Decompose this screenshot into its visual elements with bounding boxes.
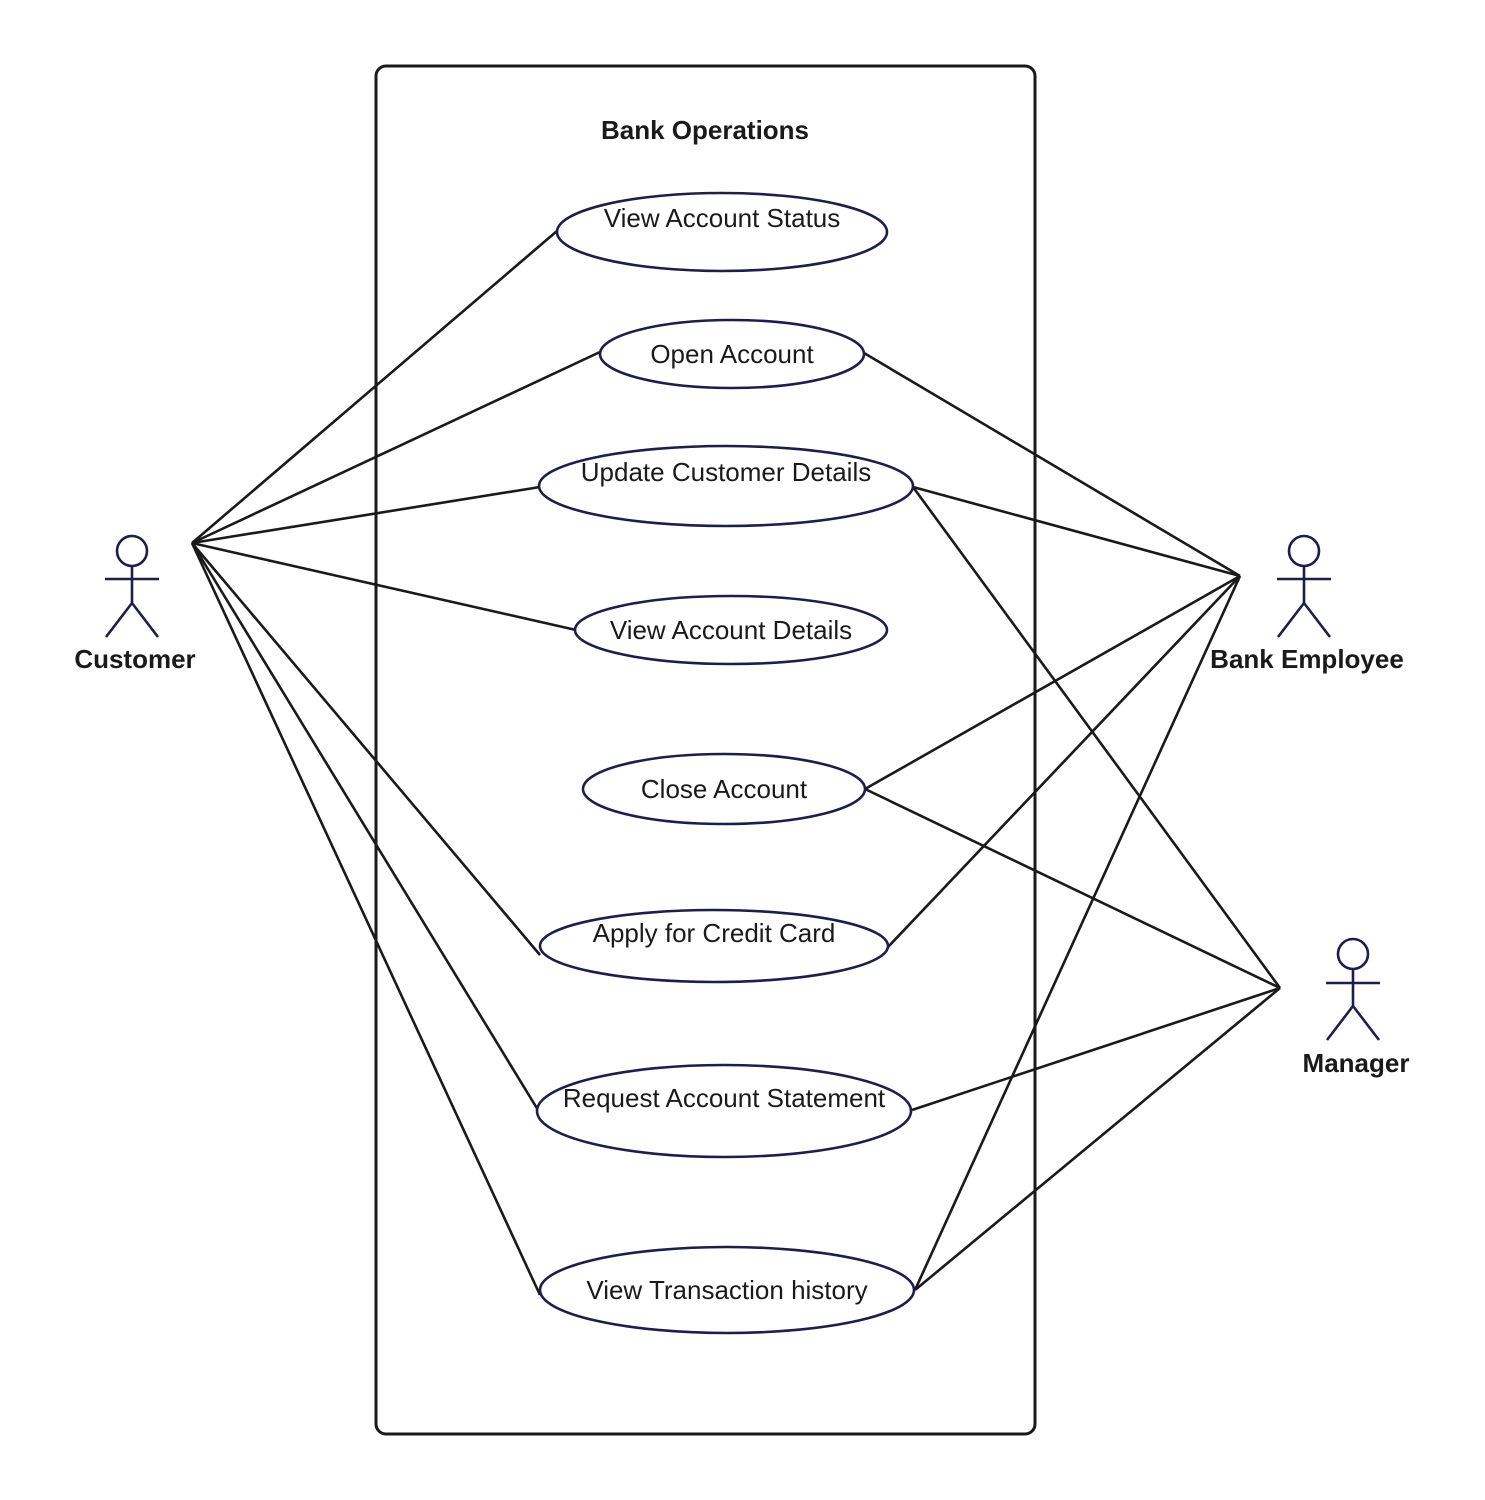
actor-name: Manager (1303, 1048, 1410, 1078)
association-bank-employee-open-account (863, 351, 1241, 578)
use-case-ellipse[interactable] (535, 1063, 913, 1159)
association-bank-employee-view-transaction-history (913, 575, 1242, 1291)
association-manager-request-statement (911, 986, 1281, 1112)
association-bank-employee-close-account (864, 574, 1241, 791)
use-case-label: View Account Details (610, 615, 852, 645)
association-bank-employee-apply-credit-card (887, 575, 1241, 948)
association-customer-update-customer-details (191, 485, 541, 545)
use-case-open-account[interactable]: Open Account (598, 318, 866, 390)
use-case-ellipse[interactable] (537, 444, 915, 528)
system-title: Bank Operations (601, 115, 809, 145)
use-case-ellipse[interactable] (598, 318, 866, 390)
use-case-ellipse[interactable] (538, 1245, 916, 1335)
use-case-label: View Account Status (604, 203, 841, 233)
actor-name: Bank Employee (1210, 644, 1404, 674)
association-customer-request-statement (190, 542, 540, 1111)
use-case-request-account-statement[interactable]: Request Account Statement (535, 1063, 913, 1159)
use-case-apply-credit-card[interactable]: Apply for Credit Card (538, 908, 890, 984)
use-case-close-account[interactable]: Close Account (581, 752, 867, 826)
use-case-label: Open Account (650, 339, 814, 369)
association-customer-view-transaction-history (190, 542, 542, 1296)
actor-name: Customer (74, 644, 195, 674)
use-case-ellipse[interactable] (581, 752, 867, 826)
use-case-ellipse[interactable] (538, 908, 890, 984)
actor-stick-figure-icon (1325, 937, 1381, 1041)
use-case-update-customer-details[interactable]: Update Customer Details (537, 444, 915, 528)
system-boundary (374, 64, 1037, 1436)
association-lines (190, 230, 1282, 1296)
actor-bank-employee[interactable]: Bank Employee (1210, 534, 1404, 674)
association-manager-close-account (864, 787, 1281, 990)
actor-stick-figure-icon (104, 534, 160, 638)
actor-customer[interactable]: Customer (74, 534, 196, 674)
association-customer-open-account (191, 350, 601, 545)
use-case-view-account-details[interactable]: View Account Details (573, 594, 889, 666)
association-bank-employee-update-customer-details (912, 485, 1241, 578)
association-customer-view-account-details (191, 541, 577, 632)
association-customer-view-account-status (191, 230, 558, 544)
use-case-ellipse[interactable] (573, 594, 889, 666)
use-case-label: Close Account (641, 774, 808, 804)
actor-stick-figure-icon (1276, 534, 1332, 638)
use-case-label: Request Account Statement (563, 1083, 886, 1113)
association-manager-view-transaction-history (914, 986, 1281, 1292)
use-case-view-account-status[interactable]: View Account Status (555, 191, 889, 273)
use-case-label: View Transaction history (586, 1275, 867, 1305)
use-case-ellipse[interactable] (555, 191, 889, 273)
use-case-label: Apply for Credit Card (593, 918, 836, 948)
association-manager-update-customer-details (911, 486, 1282, 989)
actor-manager[interactable]: Manager (1303, 937, 1410, 1078)
use-case-label: Update Customer Details (581, 457, 871, 487)
use-case-view-transaction-history[interactable]: View Transaction history (538, 1245, 916, 1335)
association-customer-apply-credit-card (191, 542, 541, 956)
